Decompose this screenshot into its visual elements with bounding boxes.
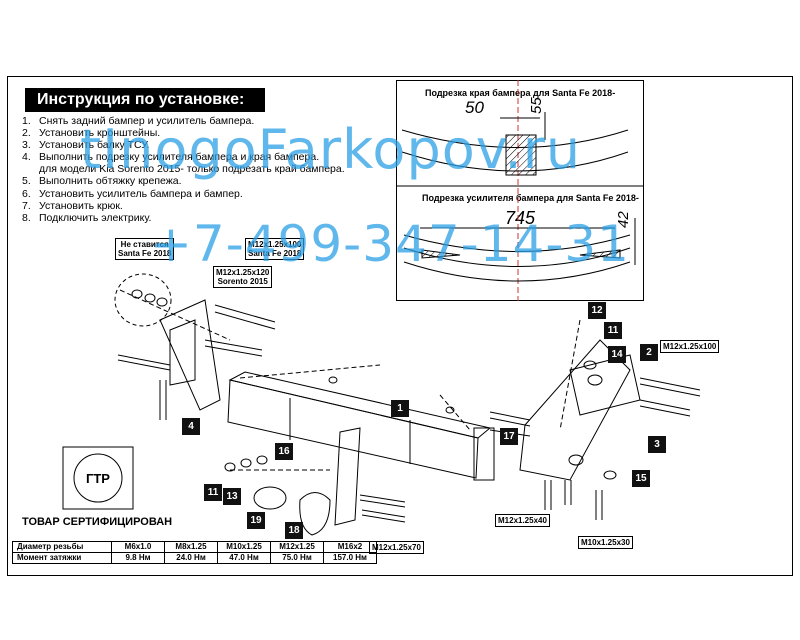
- watermark-phone: +7-499-347-14-31: [150, 215, 630, 273]
- edge-cut-hatch: [505, 134, 537, 176]
- thread-value: M16x2: [323, 541, 377, 553]
- watermark-site: tInogoFarkopov.ru: [80, 118, 582, 181]
- torque-value: 9.8 Нм: [111, 552, 165, 564]
- beam-end-plate: [473, 427, 495, 481]
- torque-table: Диаметр резьбы M6x1.0 M8x1.25 M10x1.25 M…: [12, 541, 377, 564]
- part-tag-2: 2: [640, 344, 658, 361]
- thread-value: M8x1.25: [164, 541, 218, 553]
- certified-text: ТОВАР СЕРТИФИЦИРОВАН: [22, 516, 173, 528]
- label-bolt-m10x30: M10x1.25x30: [578, 536, 633, 549]
- reinforcement-curve-3: [403, 261, 631, 282]
- torque-value: 75.0 Нм: [270, 552, 324, 564]
- step-8: 8.Подключить электрику.: [22, 211, 152, 224]
- torque-table-row-torque: Момент затяжки 9.8 Нм 24.0 Нм 47.0 Нм 75…: [12, 552, 377, 564]
- drawing-frame: [7, 76, 793, 576]
- label-bolt-m12x100: M12x1.25x100: [660, 340, 720, 353]
- part-tag-1: 1: [391, 400, 409, 417]
- reinforcement-cut-title: Подрезка усилителя бампера для Santa Fe …: [422, 193, 639, 203]
- hitch-neck: [334, 427, 361, 526]
- part-tag-11-left: 11: [204, 484, 222, 501]
- cert-mark-box: [62, 446, 134, 510]
- label-bolt-m12x70: M12x1.25x70: [369, 541, 424, 554]
- label-not-for-santa: Не ставится Santa Fe 2018: [115, 238, 175, 260]
- part-tag-3: 3: [648, 436, 666, 453]
- label-bolt-m12x100-santa: M12x1.25x100 Santa Fe 2018: [245, 238, 305, 260]
- step-1: 1.Снять задний бампер и усилитель бампер…: [22, 115, 255, 127]
- reinforcement-cut-length: 745: [505, 208, 536, 228]
- part-tag-17: 17: [500, 428, 518, 445]
- part-tag-16: 16: [275, 443, 293, 460]
- thread-value: M10x1.25: [217, 541, 271, 553]
- label-bolt-m12x40: M12x1.25x40: [495, 514, 550, 527]
- thread-header: Диаметр резьбы: [12, 541, 112, 553]
- cert-mark-glyph: ГТР: [86, 471, 110, 486]
- santa-fe-exclusion-circle: [114, 273, 172, 327]
- reinforcement-curve: [403, 234, 631, 252]
- part-tag-14: 14: [608, 346, 626, 363]
- instructions-title: Инструкция по установке:: [25, 88, 265, 112]
- edge-cut-width: 50: [465, 98, 484, 117]
- torque-value: 47.0 Нм: [217, 552, 271, 564]
- left-bracket: [159, 299, 221, 411]
- torque-header: Момент затяжки: [12, 552, 112, 564]
- step-2: 2.Установить кронштейны.: [22, 127, 161, 140]
- cutting-detail-box: [396, 80, 644, 301]
- step-4-note: для модели Kia Sorento 2015- только подр…: [39, 163, 345, 176]
- bolts: [117, 304, 701, 523]
- label-bolt-m12x120-sorento: M12x1.25x120 Sorento 2015: [213, 266, 273, 288]
- step-4: 4.Выполнить подрезку усилителя бампера и…: [22, 151, 320, 164]
- step-6: 6.Установить усилитель бампера и бампер.: [22, 187, 243, 200]
- step-5: 5.Выполнить обтяжку крепежа.: [22, 175, 182, 188]
- torque-value: 24.0 Нм: [164, 552, 218, 564]
- reinforcement-cut-left: [421, 249, 461, 259]
- right-bracket: [519, 339, 631, 481]
- step-3: 3.Установить балку ТСУ.: [22, 139, 150, 152]
- part-tag-18: 18: [285, 522, 303, 539]
- part-tag-15: 15: [632, 470, 650, 487]
- part-tag-13: 13: [223, 488, 241, 505]
- cert-mark-circle: [73, 453, 123, 503]
- socket-plate: [253, 486, 287, 510]
- reinforcement-cut-right: [579, 249, 621, 259]
- bumper-edge-cut-title: Подрезка края бампера для Santa Fe 2018-: [425, 88, 616, 98]
- main-beam-front: [227, 379, 479, 479]
- tow-ball: [299, 492, 331, 536]
- left-bracket-inner: [169, 319, 196, 386]
- thread-value: M12x1.25: [270, 541, 324, 553]
- part-tag-4: 4: [182, 418, 200, 435]
- instructions-list: 1.Снять задний бампер и усилитель бампер…: [22, 115, 345, 224]
- right-bracket-plate: [569, 354, 641, 416]
- torque-value: 157.0 Нм: [323, 552, 377, 564]
- washers: [131, 289, 617, 480]
- step-7: 7.Установить крюк.: [22, 199, 123, 212]
- part-tag-19: 19: [247, 512, 265, 529]
- part-tag-11-right: 11: [604, 322, 622, 339]
- thread-value: M6x1.0: [111, 541, 165, 553]
- torque-table-row-threads: Диаметр резьбы M6x1.0 M8x1.25 M10x1.25 M…: [12, 541, 377, 553]
- part-tag-12: 12: [588, 302, 606, 319]
